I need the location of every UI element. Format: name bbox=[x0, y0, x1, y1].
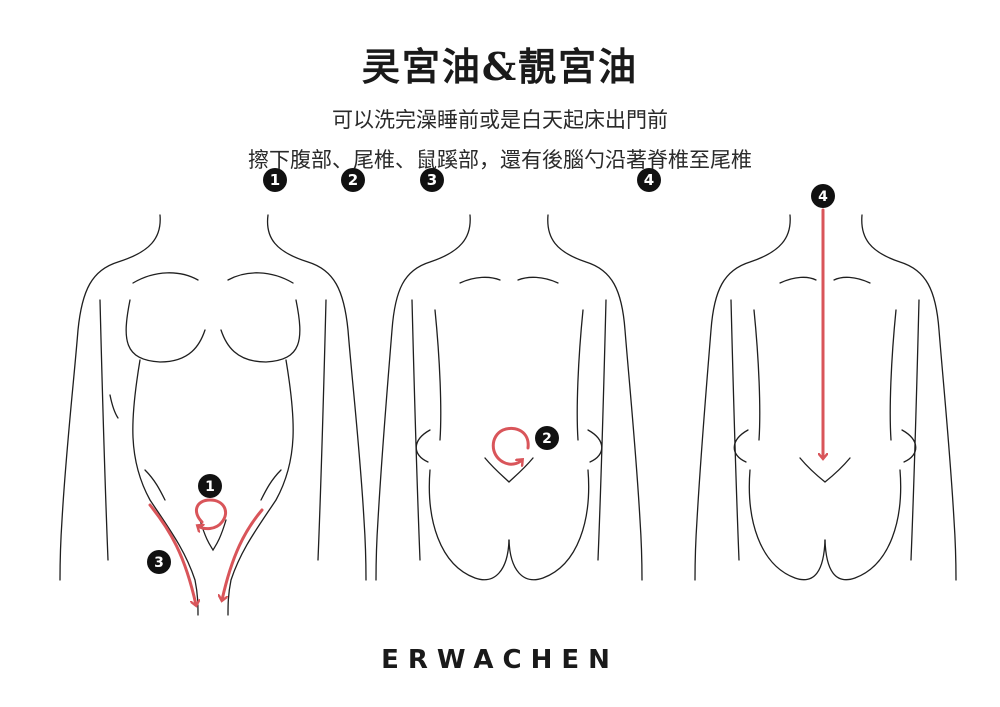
step-badge-1: 1 bbox=[263, 168, 287, 192]
instruction-line-1: 可以洗完澡睡前或是白天起床出門前 bbox=[332, 108, 668, 132]
groin-arrow-left bbox=[148, 503, 196, 605]
step-badge-3: 3 bbox=[420, 168, 444, 192]
badge-back-2: 2 bbox=[542, 431, 552, 447]
step-badge-4: 4 bbox=[637, 168, 661, 192]
figure-badges: 1 3 2 4 bbox=[147, 184, 835, 574]
back-body-figure-tailbone bbox=[375, 214, 643, 581]
instruction-line-2: 擦下腹部、尾椎、鼠蹊部，還有後腦勺沿著脊椎至尾椎 bbox=[248, 148, 752, 172]
front-body-figure bbox=[59, 214, 367, 616]
page-title: 㚑宮油&靚宮油 bbox=[361, 44, 639, 89]
brand-logo: ERWACHEN bbox=[381, 645, 619, 675]
back-body-figure-spine bbox=[694, 214, 957, 581]
massage-arrows bbox=[148, 208, 823, 605]
circle-arrow-abdomen bbox=[194, 498, 227, 529]
badge-front-3: 3 bbox=[154, 555, 164, 571]
badge-front-1: 1 bbox=[205, 479, 215, 495]
badge-back-4: 4 bbox=[818, 189, 828, 205]
circle-arrow-tailbone bbox=[491, 426, 530, 464]
groin-arrow-right bbox=[222, 508, 264, 600]
step-badge-2: 2 bbox=[341, 168, 365, 192]
